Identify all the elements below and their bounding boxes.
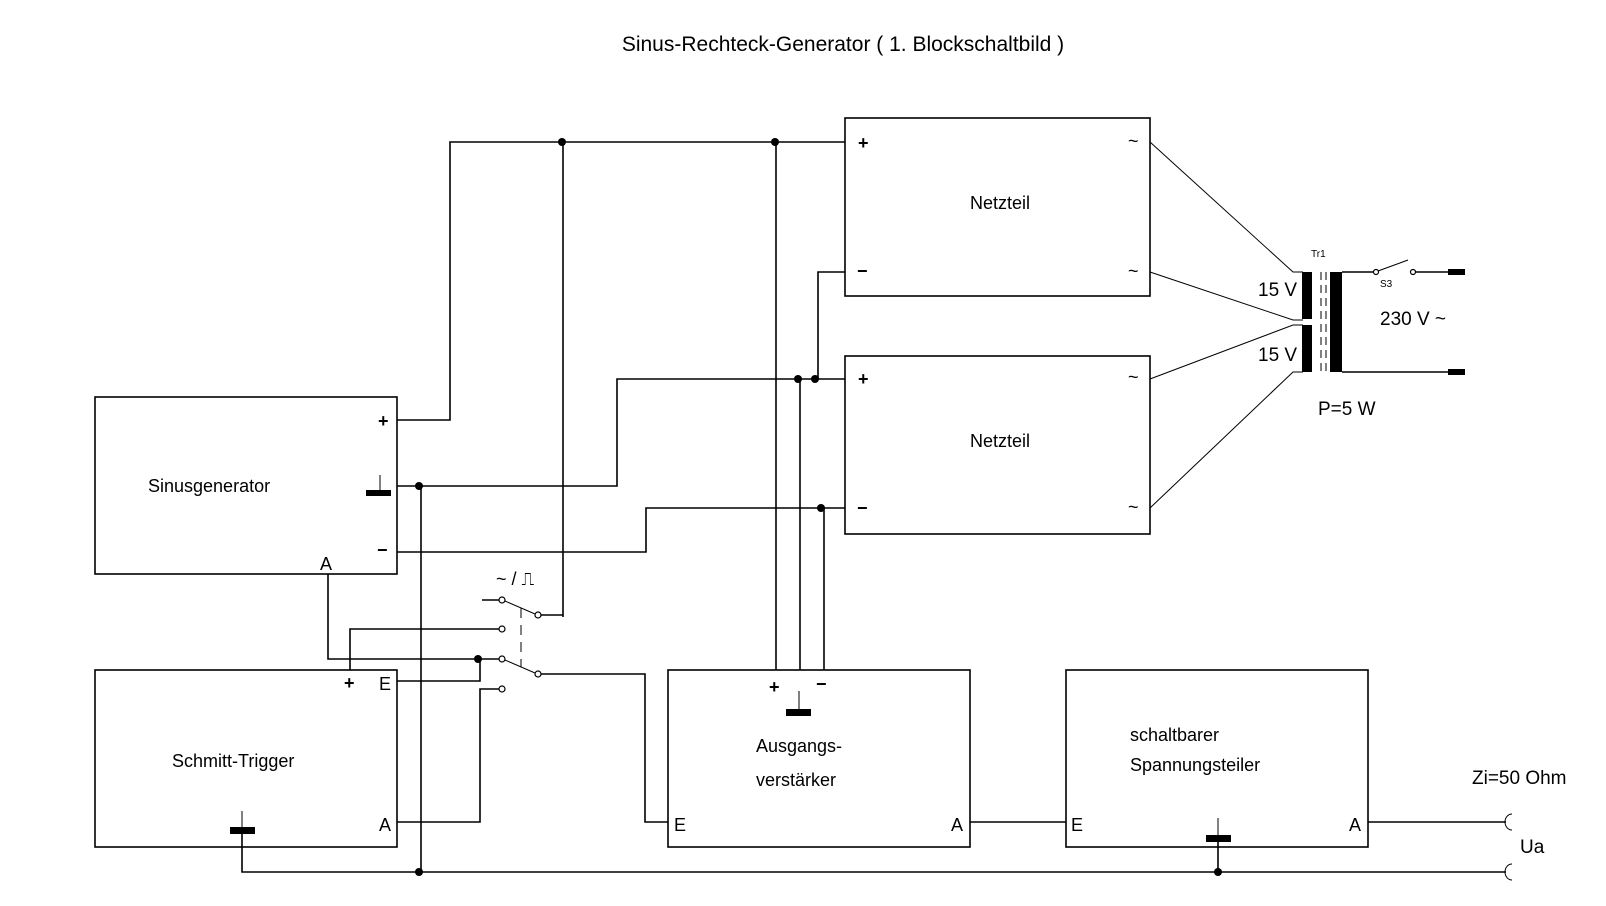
sinusgenerator-plus-pin: + xyxy=(378,411,389,431)
netzteil-bottom-label: Netzteil xyxy=(970,431,1030,451)
netzteil-top-ac1-pin: ~ xyxy=(1128,131,1139,151)
netzteil-top-block: Netzteil + − ~ ~ xyxy=(844,117,1151,297)
schmitt-trigger-in-pin: E xyxy=(379,674,391,694)
junction-dot xyxy=(817,504,825,512)
transformer-power: P=5 W xyxy=(1318,399,1376,420)
wire-netzteil-bottom-ac1 xyxy=(1149,324,1303,380)
junction-dot xyxy=(794,375,802,383)
transformer-secondary-bottom: 15 V xyxy=(1258,345,1297,366)
ground-icon xyxy=(230,811,255,834)
spannungsteiler-label-line2: Spannungsteiler xyxy=(1130,755,1260,775)
junction-dot xyxy=(474,655,482,663)
wire-ground-sinus xyxy=(397,378,845,487)
wire-ground-bottom xyxy=(241,834,1506,873)
selector-switch-label: ~ / ⎍ xyxy=(496,569,535,589)
mains-switch-label: S3 xyxy=(1380,279,1393,290)
wire-minus-rail xyxy=(397,507,845,553)
selector-switch[interactable]: ~ / ⎍ xyxy=(496,569,542,693)
sinusgenerator-block: Sinusgenerator + − A xyxy=(94,396,398,575)
sinusgenerator-minus-pin: − xyxy=(377,540,388,560)
spannungsteiler-label-line1: schaltbarer xyxy=(1130,725,1219,745)
transformer: Tr1 15 V 15 V 230 V ~ P=5 W xyxy=(1149,141,1465,509)
ausgangsverstaerker-in-pin: E xyxy=(674,815,686,835)
ausgangsverstaerker-label-line1: Ausgangs- xyxy=(756,736,842,756)
wire-plus-rail xyxy=(397,141,845,421)
wire-schmitt-in xyxy=(397,658,500,682)
netzteil-bottom-ac1-pin: ~ xyxy=(1128,367,1139,387)
wire-schmitt-out xyxy=(397,688,500,823)
netzteil-top-minus-pin: − xyxy=(857,261,868,281)
junction-dot xyxy=(415,482,423,490)
ausgangsverstaerker-label-line2: verstärker xyxy=(756,770,836,790)
schmitt-trigger-label: Schmitt-Trigger xyxy=(172,751,294,771)
schmitt-trigger-out-pin: A xyxy=(379,815,391,835)
ground-icon xyxy=(366,475,391,496)
wiring xyxy=(241,138,1506,876)
ground-icon xyxy=(1206,818,1231,842)
output-terminals[interactable]: Zi=50 Ohm Ua xyxy=(1472,768,1567,881)
netzteil-bottom-minus-pin: − xyxy=(857,498,868,518)
output-socket-icon xyxy=(1504,863,1513,881)
output-impedance: Zi=50 Ohm xyxy=(1472,768,1567,789)
netzteil-bottom-block: Netzteil + − ~ ~ xyxy=(844,355,1151,535)
output-voltage-label: Ua xyxy=(1520,837,1545,858)
wire-netzteil-top-ac1 xyxy=(1149,141,1303,273)
netzteil-top-ac2-pin: ~ xyxy=(1128,261,1139,281)
spannungsteiler-block: schaltbarer Spannungsteiler E A xyxy=(1065,669,1369,848)
wire-netzteil-top-minus xyxy=(817,271,845,379)
wire-sinus-out xyxy=(327,574,480,660)
sinusgenerator-out-pin: A xyxy=(320,554,332,574)
ausgangsverstaerker-out-pin: A xyxy=(951,815,963,835)
transformer-secondary-top: 15 V xyxy=(1258,280,1297,301)
wire-netzteil-top-ac2 xyxy=(1149,271,1303,321)
wire-netzteil-bottom-ac2 xyxy=(1149,371,1303,509)
transformer-primary: 230 V ~ xyxy=(1380,309,1446,330)
ausgangsverstaerker-plus-pin: + xyxy=(769,677,780,697)
netzteil-bottom-plus-pin: + xyxy=(858,369,869,389)
junction-dot xyxy=(415,868,423,876)
junction-dot xyxy=(771,138,779,146)
mains-switch-s3[interactable]: S3 xyxy=(1372,259,1466,290)
junction-dot xyxy=(1214,868,1222,876)
spannungsteiler-out-pin: A xyxy=(1349,815,1361,835)
netzteil-bottom-ac2-pin: ~ xyxy=(1128,497,1139,517)
netzteil-top-plus-pin: + xyxy=(858,133,869,153)
diagram-title: Sinus-Rechteck-Generator ( 1. Blockschal… xyxy=(622,33,1064,56)
wire-switch-out xyxy=(538,673,668,823)
junction-dot xyxy=(558,138,566,146)
schmitt-trigger-plus-pin: + xyxy=(344,673,355,693)
wire-schmitt-plus xyxy=(349,628,500,670)
ausgangsverstaerker-block: Ausgangs- verstärker + − E A xyxy=(667,669,971,848)
output-socket-icon xyxy=(1504,813,1513,831)
ground-icon xyxy=(786,691,811,716)
schmitt-trigger-block: Schmitt-Trigger + E A xyxy=(94,669,398,848)
spannungsteiler-in-pin: E xyxy=(1071,815,1083,835)
transformer-name: Tr1 xyxy=(1311,249,1326,260)
ausgangsverstaerker-minus-pin: − xyxy=(816,674,827,694)
netzteil-top-label: Netzteil xyxy=(970,193,1030,213)
junction-dot xyxy=(811,375,819,383)
sinusgenerator-label: Sinusgenerator xyxy=(148,476,270,496)
